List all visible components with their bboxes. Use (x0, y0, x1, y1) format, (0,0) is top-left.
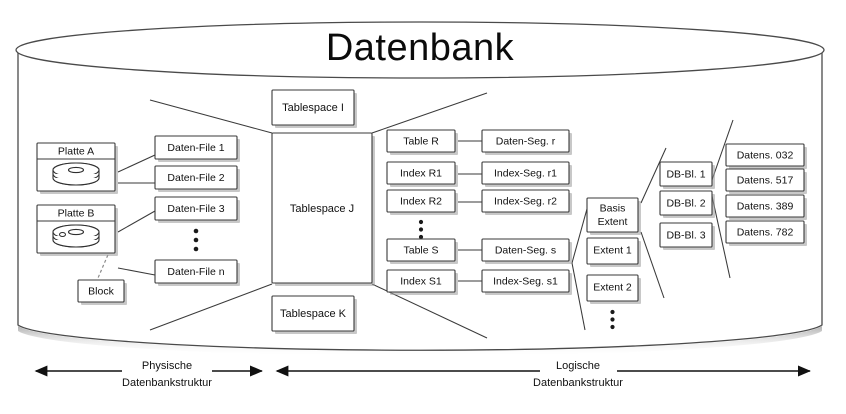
object-index-r1[interactable]: Index R1 (386, 161, 458, 187)
object-table-s[interactable]: Table S (386, 238, 458, 264)
record-2[interactable]: Datens. 517 (725, 168, 807, 194)
data-file-2[interactable]: Daten-File 2 (154, 165, 240, 192)
disk-block-marker-icon (59, 232, 66, 237)
block-label: Block (88, 285, 114, 297)
connector-group-files-to-tablespaces (149, 99, 273, 331)
tablespace-label: Tablespace J (290, 203, 354, 215)
object-label: Index S1 (400, 275, 442, 287)
objects-ellipsis-icon (418, 219, 424, 240)
disk-platte-b-label: Platte B (58, 207, 95, 219)
record-label: Datens. 032 (737, 149, 794, 161)
record-label: Datens. 782 (737, 226, 794, 238)
data-file-label: Daten-File n (167, 266, 224, 278)
db-block-1[interactable]: DB-Bl. 1 (659, 161, 715, 189)
object-index-s1[interactable]: Index S1 (386, 269, 458, 295)
extent-2[interactable]: Extent 2 (586, 274, 641, 304)
segment-label: Index-Seg. r1 (494, 167, 557, 179)
segment-daten-seg-s[interactable]: Daten-Seg. s (481, 238, 572, 264)
object-label: Index R1 (400, 167, 442, 179)
disk-platte-b[interactable]: Platte B (36, 204, 118, 256)
db-block-label: DB-Bl. 3 (666, 229, 705, 241)
data-file-n[interactable]: Daten-File n (154, 259, 240, 286)
segment-index-seg-r1[interactable]: Index-Seg. r1 (481, 161, 572, 187)
record-label: Datens. 389 (737, 200, 794, 212)
data-file-1[interactable]: Daten-File 1 (154, 135, 240, 162)
disk-platte-a-label: Platte A (58, 145, 94, 157)
segment-label: Index-Seg. s1 (493, 275, 558, 287)
data-file-label: Daten-File 1 (167, 142, 224, 154)
segment-daten-seg-r[interactable]: Daten-Seg. r (481, 129, 572, 155)
segment-label: Daten-Seg. r (496, 135, 556, 147)
object-label: Index R2 (400, 195, 442, 207)
extent-label: Extent 2 (593, 281, 632, 293)
axis-logical-label-line1: Logische (556, 360, 600, 372)
extents-ellipsis-icon (610, 309, 615, 330)
object-label: Table S (403, 244, 438, 256)
extent-label: Extent 1 (593, 244, 632, 256)
disk-platte-a[interactable]: Platte A (36, 142, 118, 194)
data-file-label: Daten-File 3 (167, 203, 224, 215)
connector-group-objects-to-segments (458, 140, 482, 282)
axis-logical: Logische Datenbankstruktur (275, 360, 811, 389)
db-block-label: DB-Bl. 2 (666, 197, 705, 209)
object-label: Table R (403, 135, 439, 147)
record-1[interactable]: Datens. 032 (725, 143, 807, 169)
disk-platter-icon (52, 162, 100, 186)
axis-physical-label-line1: Physische (142, 360, 192, 372)
db-block-2[interactable]: DB-Bl. 2 (659, 190, 715, 218)
record-label: Datens. 517 (737, 174, 794, 186)
extent-basis-label-line1: Basis (600, 202, 626, 214)
record-3[interactable]: Datens. 389 (725, 194, 807, 220)
page-title: Datenbank (326, 27, 515, 69)
extent-basis[interactable]: Basis Extent (586, 197, 641, 235)
record-4[interactable]: Datens. 782 (725, 220, 807, 246)
connector-group-extents-to-blocks (640, 147, 667, 299)
segment-label: Daten-Seg. s (495, 244, 556, 256)
tablespace-j[interactable]: Tablespace J (271, 132, 375, 286)
tablespace-label: Tablespace I (282, 102, 344, 114)
axis-physical-label-line2: Datenbankstruktur (122, 377, 212, 389)
data-files-ellipsis-icon (193, 228, 199, 252)
axis-logical-label-line2: Datenbankstruktur (533, 377, 623, 389)
tablespace-k[interactable]: Tablespace K (271, 295, 357, 334)
tablespace-i[interactable]: Tablespace I (271, 89, 357, 128)
segment-index-seg-s1[interactable]: Index-Seg. s1 (481, 269, 572, 295)
segment-label: Index-Seg. r2 (494, 195, 557, 207)
disk-platter-icon (52, 224, 100, 248)
data-file-label: Daten-File 2 (167, 172, 224, 184)
db-block-3[interactable]: DB-Bl. 3 (659, 222, 715, 250)
extent-basis-label-line2: Extent (598, 216, 628, 228)
object-index-r2[interactable]: Index R2 (386, 189, 458, 215)
extent-1[interactable]: Extent 1 (586, 237, 641, 267)
block-box[interactable]: Block (77, 279, 127, 305)
object-table-r[interactable]: Table R (386, 129, 458, 155)
tablespace-label: Tablespace K (280, 308, 347, 320)
axis-physical: Physische Datenbankstruktur (34, 360, 263, 389)
db-block-label: DB-Bl. 1 (666, 168, 705, 180)
segment-index-seg-r2[interactable]: Index-Seg. r2 (481, 189, 572, 215)
data-file-3[interactable]: Daten-File 3 (154, 196, 240, 223)
